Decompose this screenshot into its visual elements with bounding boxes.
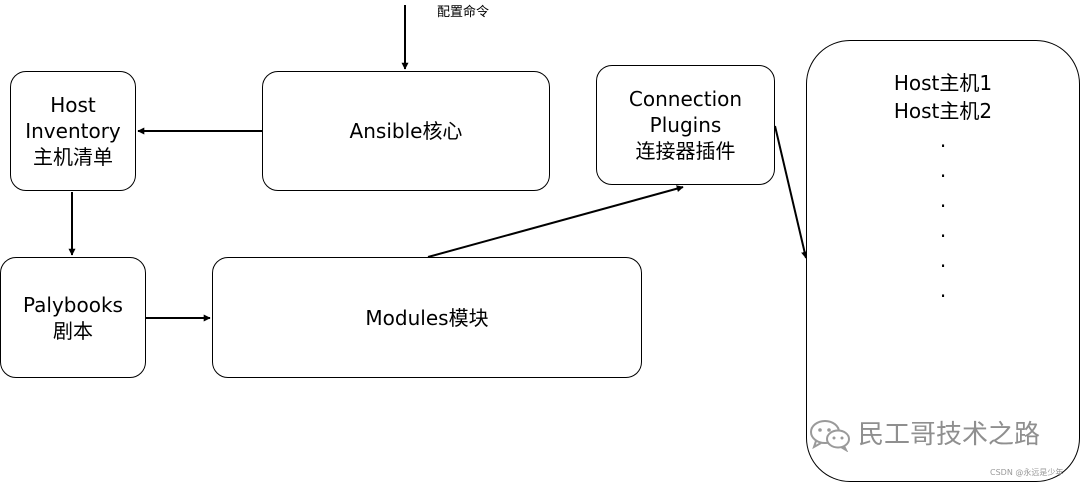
host-ellipsis-dot: .	[939, 188, 947, 212]
host-ellipsis-dot: .	[939, 248, 947, 272]
host-ellipsis-dot: .	[939, 128, 947, 152]
host-ellipsis-dot: .	[939, 218, 947, 242]
inventory-line-3: 主机清单	[33, 145, 113, 169]
core-label: Ansible核心	[349, 119, 463, 143]
playbooks-box: Palybooks 剧本	[0, 257, 146, 378]
host-line-2: Host主机2	[893, 99, 993, 123]
playbooks-line-1: Palybooks	[23, 292, 123, 317]
host-ellipsis-dot: .	[939, 158, 947, 182]
playbooks-line-2: 剧本	[53, 318, 93, 343]
host-inventory-box: Host Inventory 主机清单	[10, 71, 136, 191]
csdn-credit: CSDN @永远是少年	[990, 468, 1064, 477]
watermark-text: 民工哥技术之路	[858, 420, 1041, 450]
arrow-modules-to-connection	[427, 185, 684, 258]
config-command-label: 配置命令	[437, 5, 490, 20]
inventory-line-1: Host	[50, 93, 96, 117]
hosts-box: Host主机1 Host主机2 . . . . . .	[806, 40, 1080, 482]
inventory-line-2: Inventory	[25, 119, 121, 143]
connection-line-3: 连接器插件	[635, 139, 736, 163]
arrow-connection-to-hosts	[774, 125, 808, 259]
connection-line-1: Connection	[628, 87, 743, 111]
wechat-icon	[810, 420, 850, 452]
host-line-1: Host主机1	[893, 71, 993, 95]
connection-plugins-box: Connection Plugins 连接器插件	[596, 65, 775, 185]
watermark: 民工哥技术之路	[808, 418, 1040, 452]
modules-label: Modules模块	[365, 305, 489, 330]
modules-box: Modules模块	[212, 257, 642, 378]
ansible-core-box: Ansible核心	[262, 71, 550, 191]
connection-line-2: Plugins	[649, 113, 722, 137]
host-ellipsis-dot: .	[939, 278, 947, 302]
